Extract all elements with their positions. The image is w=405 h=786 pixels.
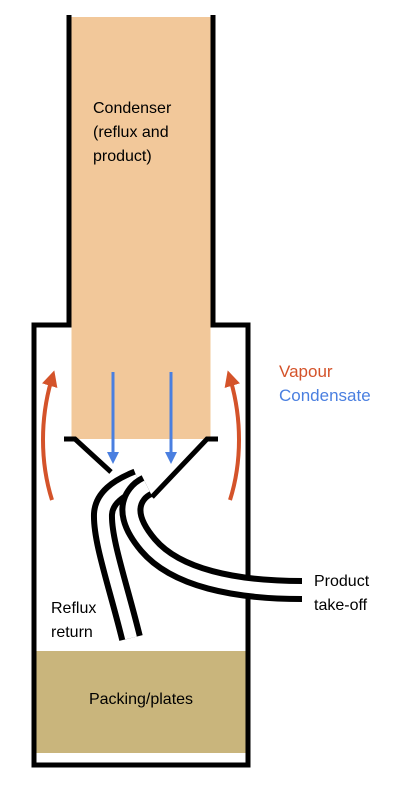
vapour-arrow-right <box>224 370 241 501</box>
condenser-funnel-left <box>64 436 113 474</box>
condensate-legend: Condensate <box>279 386 371 405</box>
product-takeoff-pipe <box>119 475 303 602</box>
packing-plates-block <box>34 651 248 753</box>
reflux-return-pipe <box>90 468 143 641</box>
condenser-funnel-right <box>150 436 218 499</box>
vapour-legend: Vapour <box>279 362 333 381</box>
reflux-return-label: Reflux return <box>51 600 101 641</box>
column-wall <box>31 15 251 768</box>
condenser-label: Condenser (reflux and product) <box>93 100 176 165</box>
packing-plates-label: Packing/plates <box>89 691 193 708</box>
product-takeoff-label: Product take-off <box>314 573 374 614</box>
condenser-block <box>71 17 211 439</box>
vapour-arrow-left <box>41 370 58 501</box>
